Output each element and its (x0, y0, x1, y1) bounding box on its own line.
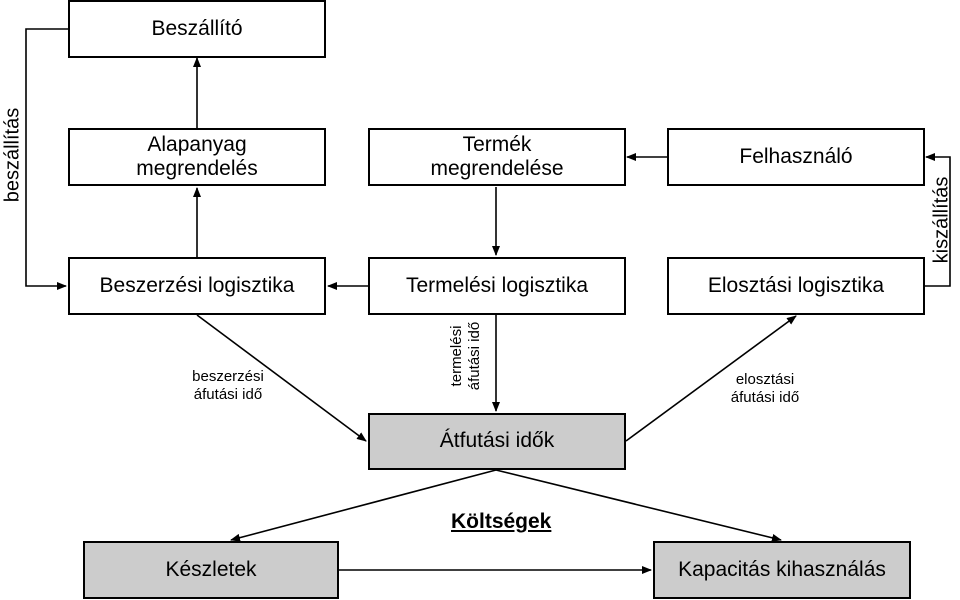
product-order-label: Termék megrendelése (430, 132, 564, 180)
arrow-lead-times-to-distribution (625, 315, 797, 442)
arrow-lead-times-to-inventory (230, 469, 497, 542)
arrow-delivery-loop (925, 153, 951, 287)
procurement-logistics-box: Beszerzési logisztika (68, 257, 326, 315)
arrow-supply-loop (25, 28, 68, 290)
procurement-lead-time-label: beszerzési áfutási idő (192, 368, 264, 403)
supply-side-label: beszállítás (1, 107, 24, 203)
supplier-label: Beszállító (151, 16, 243, 40)
product-order-box: Termék megrendelése (368, 128, 626, 186)
arrow-lead-times-to-capacity (495, 469, 782, 542)
costs-title: Költségek (451, 510, 552, 533)
production-lead-time-label: termelési áfutási idő (448, 321, 483, 391)
capacity-utilization-label: Kapacitás kihasználás (678, 557, 886, 581)
capacity-utilization-box: Kapacitás kihasználás (653, 541, 911, 599)
distribution-logistics-label: Elosztási logisztika (707, 273, 885, 297)
production-logistics-label: Termelési logisztika (405, 273, 589, 297)
raw-material-order-label: Alapanyag megrendelés (136, 132, 258, 180)
user-label: Felhasználó (739, 144, 853, 168)
lead-times-box: Átfutási idők (368, 413, 626, 470)
supplier-box: Beszállító (68, 0, 326, 58)
delivery-side-label: kiszállítás (930, 176, 953, 264)
procurement-logistics-label: Beszerzési logisztika (99, 273, 295, 297)
distribution-logistics-box: Elosztási logisztika (667, 257, 925, 315)
inventory-box: Készletek (83, 541, 339, 599)
lead-times-label: Átfutási idők (439, 429, 555, 453)
distribution-lead-time-label: elosztási áfutási idő (730, 371, 800, 406)
user-box: Felhasználó (667, 128, 925, 186)
production-logistics-box: Termelési logisztika (368, 257, 626, 315)
inventory-label: Készletek (165, 557, 257, 581)
raw-material-order-box: Alapanyag megrendelés (68, 128, 326, 186)
arrow-procurement-to-lead-times (196, 314, 367, 442)
